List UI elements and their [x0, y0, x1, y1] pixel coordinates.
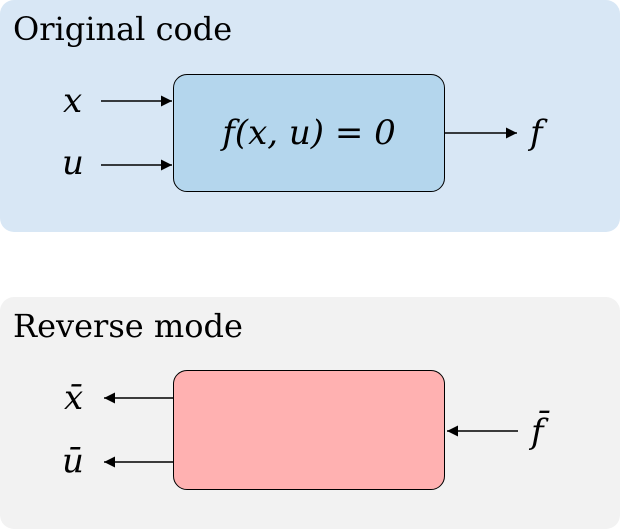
reverse-mode-title: Reverse mode [13, 307, 243, 345]
reverse-function-block [173, 370, 445, 490]
output-xbar-label: x̄ [64, 378, 84, 418]
input-x-label: x [63, 81, 83, 121]
output-ubar-label: ū [62, 441, 84, 481]
input-fbar-label: f̄ [531, 412, 544, 452]
original-function-block: f(x, u) = 0 [173, 74, 445, 192]
output-f-label: f [530, 113, 543, 153]
original-code-title: Original code [13, 10, 233, 48]
original-code-panel: Original code f(x, u) = 0 x u f [0, 0, 620, 232]
input-u-label: u [62, 143, 84, 183]
original-function-label: f(x, u) = 0 [222, 113, 396, 153]
